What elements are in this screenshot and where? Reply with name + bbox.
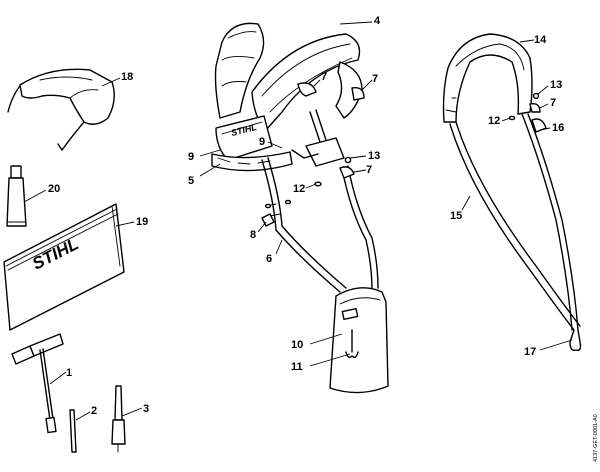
single-shoulder-strap bbox=[442, 33, 582, 352]
callout-8: 8 bbox=[250, 229, 256, 241]
callout-10: 10 bbox=[291, 339, 303, 351]
callout-19: 19 bbox=[136, 216, 148, 228]
callout-7d: 7 bbox=[550, 97, 556, 109]
callout-6: 6 bbox=[266, 253, 272, 265]
callout-9a: 9 bbox=[188, 151, 194, 163]
callout-9b: 9 bbox=[259, 136, 265, 148]
callout-13b: 13 bbox=[550, 79, 562, 91]
callout-4: 4 bbox=[374, 15, 381, 27]
callout-7b: 7 bbox=[372, 73, 378, 85]
callout-7c: 7 bbox=[366, 164, 372, 176]
combination-wrench bbox=[11, 333, 64, 434]
leader-lines bbox=[23, 21, 573, 421]
lubricant-tube bbox=[6, 165, 27, 227]
callout-18: 18 bbox=[121, 71, 133, 83]
callout-16: 16 bbox=[552, 122, 564, 134]
callout-15: 15 bbox=[450, 210, 462, 222]
callout-17: 17 bbox=[524, 346, 536, 358]
document-id: 4137-GET-0001-A0 bbox=[593, 414, 599, 462]
callout-13a: 13 bbox=[368, 150, 380, 162]
callout-3: 3 bbox=[143, 403, 149, 415]
callouts: 1 2 3 4 5 6 7 7 7 7 8 9 9 10 11 12 12 13… bbox=[48, 15, 564, 417]
callout-2: 2 bbox=[91, 405, 97, 417]
callout-14: 14 bbox=[534, 34, 547, 46]
callout-20: 20 bbox=[48, 183, 60, 195]
callout-5: 5 bbox=[188, 175, 194, 187]
callout-1: 1 bbox=[66, 367, 72, 379]
safety-glasses bbox=[7, 68, 115, 151]
screwdriver bbox=[111, 385, 126, 453]
callout-7a: 7 bbox=[321, 71, 327, 83]
pin bbox=[69, 409, 77, 453]
double-shoulder-harness: STIHL bbox=[211, 22, 389, 394]
callout-12a: 12 bbox=[293, 183, 305, 195]
callout-12b: 12 bbox=[488, 115, 500, 127]
callout-11: 11 bbox=[291, 361, 303, 373]
